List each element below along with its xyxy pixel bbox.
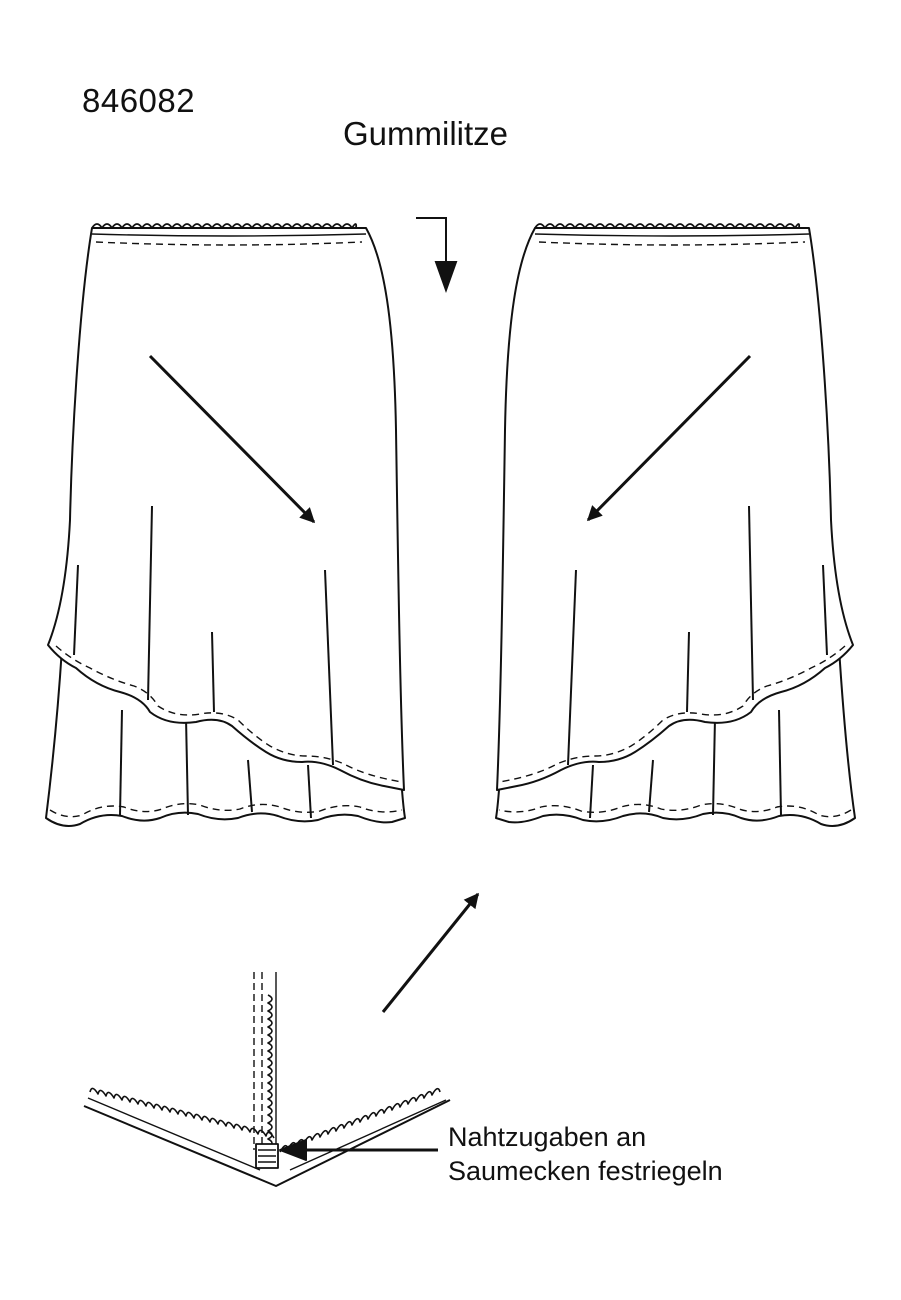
turn-arrow: [416, 217, 458, 293]
skirt-front-view: [45, 223, 406, 827]
waistband-elastic: [534, 223, 801, 229]
hem-corner-detail: [83, 892, 480, 1187]
overlock-right: [279, 1087, 441, 1153]
fabric-edge: [83, 1099, 451, 1187]
detail-arrow: [381, 892, 480, 1013]
overlock-vertical: [267, 994, 273, 1156]
hem-corner-note: Nahtzugaben an Saumecken festriegeln: [448, 1120, 723, 1188]
hem-corner-note-line1: Nahtzugaben an: [448, 1122, 647, 1152]
upper-body: [496, 227, 854, 791]
upper-body: [47, 227, 405, 791]
hem-corner-note-line2: Saumecken festriegeln: [448, 1156, 723, 1186]
upper-hem-stitch: [55, 645, 403, 783]
elastic-label: Gummilitze: [343, 115, 509, 152]
pattern-number: 846082: [82, 82, 196, 119]
upper-hem-stitch: [498, 645, 846, 783]
direction-arrow-back: [586, 354, 752, 522]
overlock-left: [89, 1087, 275, 1139]
direction-arrow-front: [148, 354, 316, 524]
waistband-elastic: [91, 223, 358, 229]
skirt-back-view: [495, 223, 856, 827]
